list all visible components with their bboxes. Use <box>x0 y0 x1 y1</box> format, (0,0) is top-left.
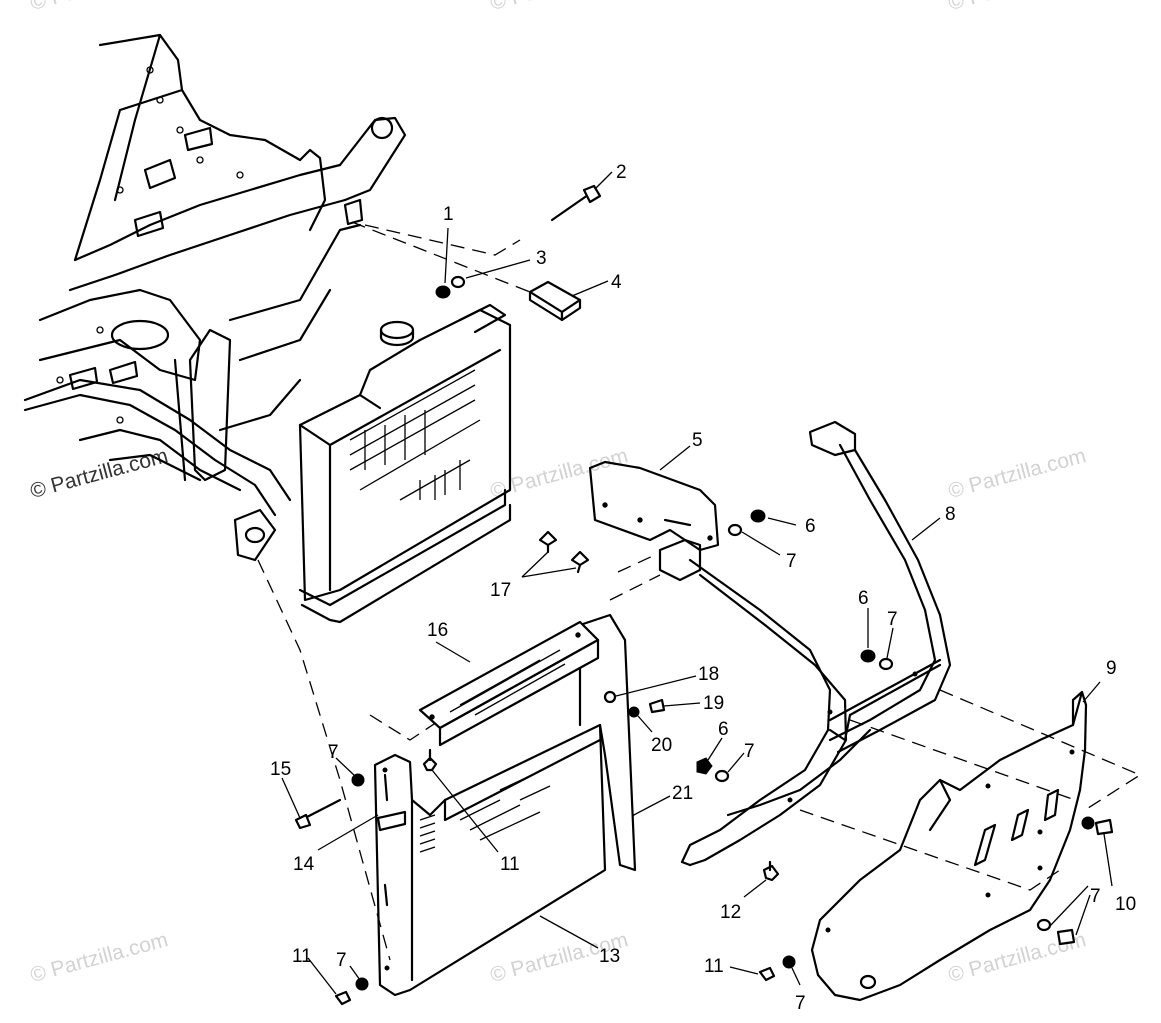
callout-21: 21 <box>672 783 693 804</box>
callout-6: 6 <box>858 588 869 609</box>
callout-11: 11 <box>704 956 724 977</box>
plate-16 <box>418 620 600 747</box>
shroud-13 <box>373 613 637 997</box>
callout-4: 4 <box>611 272 622 293</box>
rivets-17 <box>538 530 590 574</box>
callout-10: 10 <box>1115 894 1136 915</box>
callout-7: 7 <box>328 742 339 763</box>
callout-16: 16 <box>427 620 448 641</box>
callout-17: 17 <box>490 580 511 601</box>
callout-7: 7 <box>786 551 797 572</box>
callout-20: 20 <box>651 735 672 756</box>
bolt-2 <box>550 184 602 222</box>
nut-1 <box>435 275 466 299</box>
callout-9: 9 <box>1106 658 1117 679</box>
callout-12: 12 <box>720 902 741 923</box>
callout-1: 1 <box>443 204 454 225</box>
radiator <box>298 303 512 624</box>
callout-6: 6 <box>805 516 816 537</box>
side-panel-9 <box>810 690 1088 1002</box>
bracket-5 <box>588 460 720 552</box>
callout-7: 7 <box>1090 886 1101 907</box>
callout-11: 11 <box>500 854 520 875</box>
callout-7: 7 <box>887 609 898 630</box>
brace-8 <box>658 420 952 867</box>
callout-6: 6 <box>718 719 729 740</box>
callout-3: 3 <box>536 248 547 269</box>
callout-18: 18 <box>698 664 719 685</box>
callout-13: 13 <box>599 946 620 967</box>
callout-19: 19 <box>703 693 724 714</box>
callout-5: 5 <box>692 430 703 451</box>
frame-assembly <box>23 33 407 562</box>
callout-11: 11 <box>292 946 312 967</box>
leader-lines <box>281 171 1113 995</box>
callout-2: 2 <box>616 162 627 183</box>
callout-14: 14 <box>293 854 315 875</box>
callout-8: 8 <box>945 504 956 525</box>
callout-7: 7 <box>336 950 347 971</box>
block-4 <box>528 280 582 322</box>
callout-7: 7 <box>744 741 755 762</box>
bolt-15 <box>294 798 342 830</box>
callout-15: 15 <box>270 759 291 780</box>
callout-7: 7 <box>795 993 806 1014</box>
callout-labels: 1 2 3 4 5 6 7 8 6 7 9 16 18 19 20 17 6 7… <box>270 162 1136 1014</box>
